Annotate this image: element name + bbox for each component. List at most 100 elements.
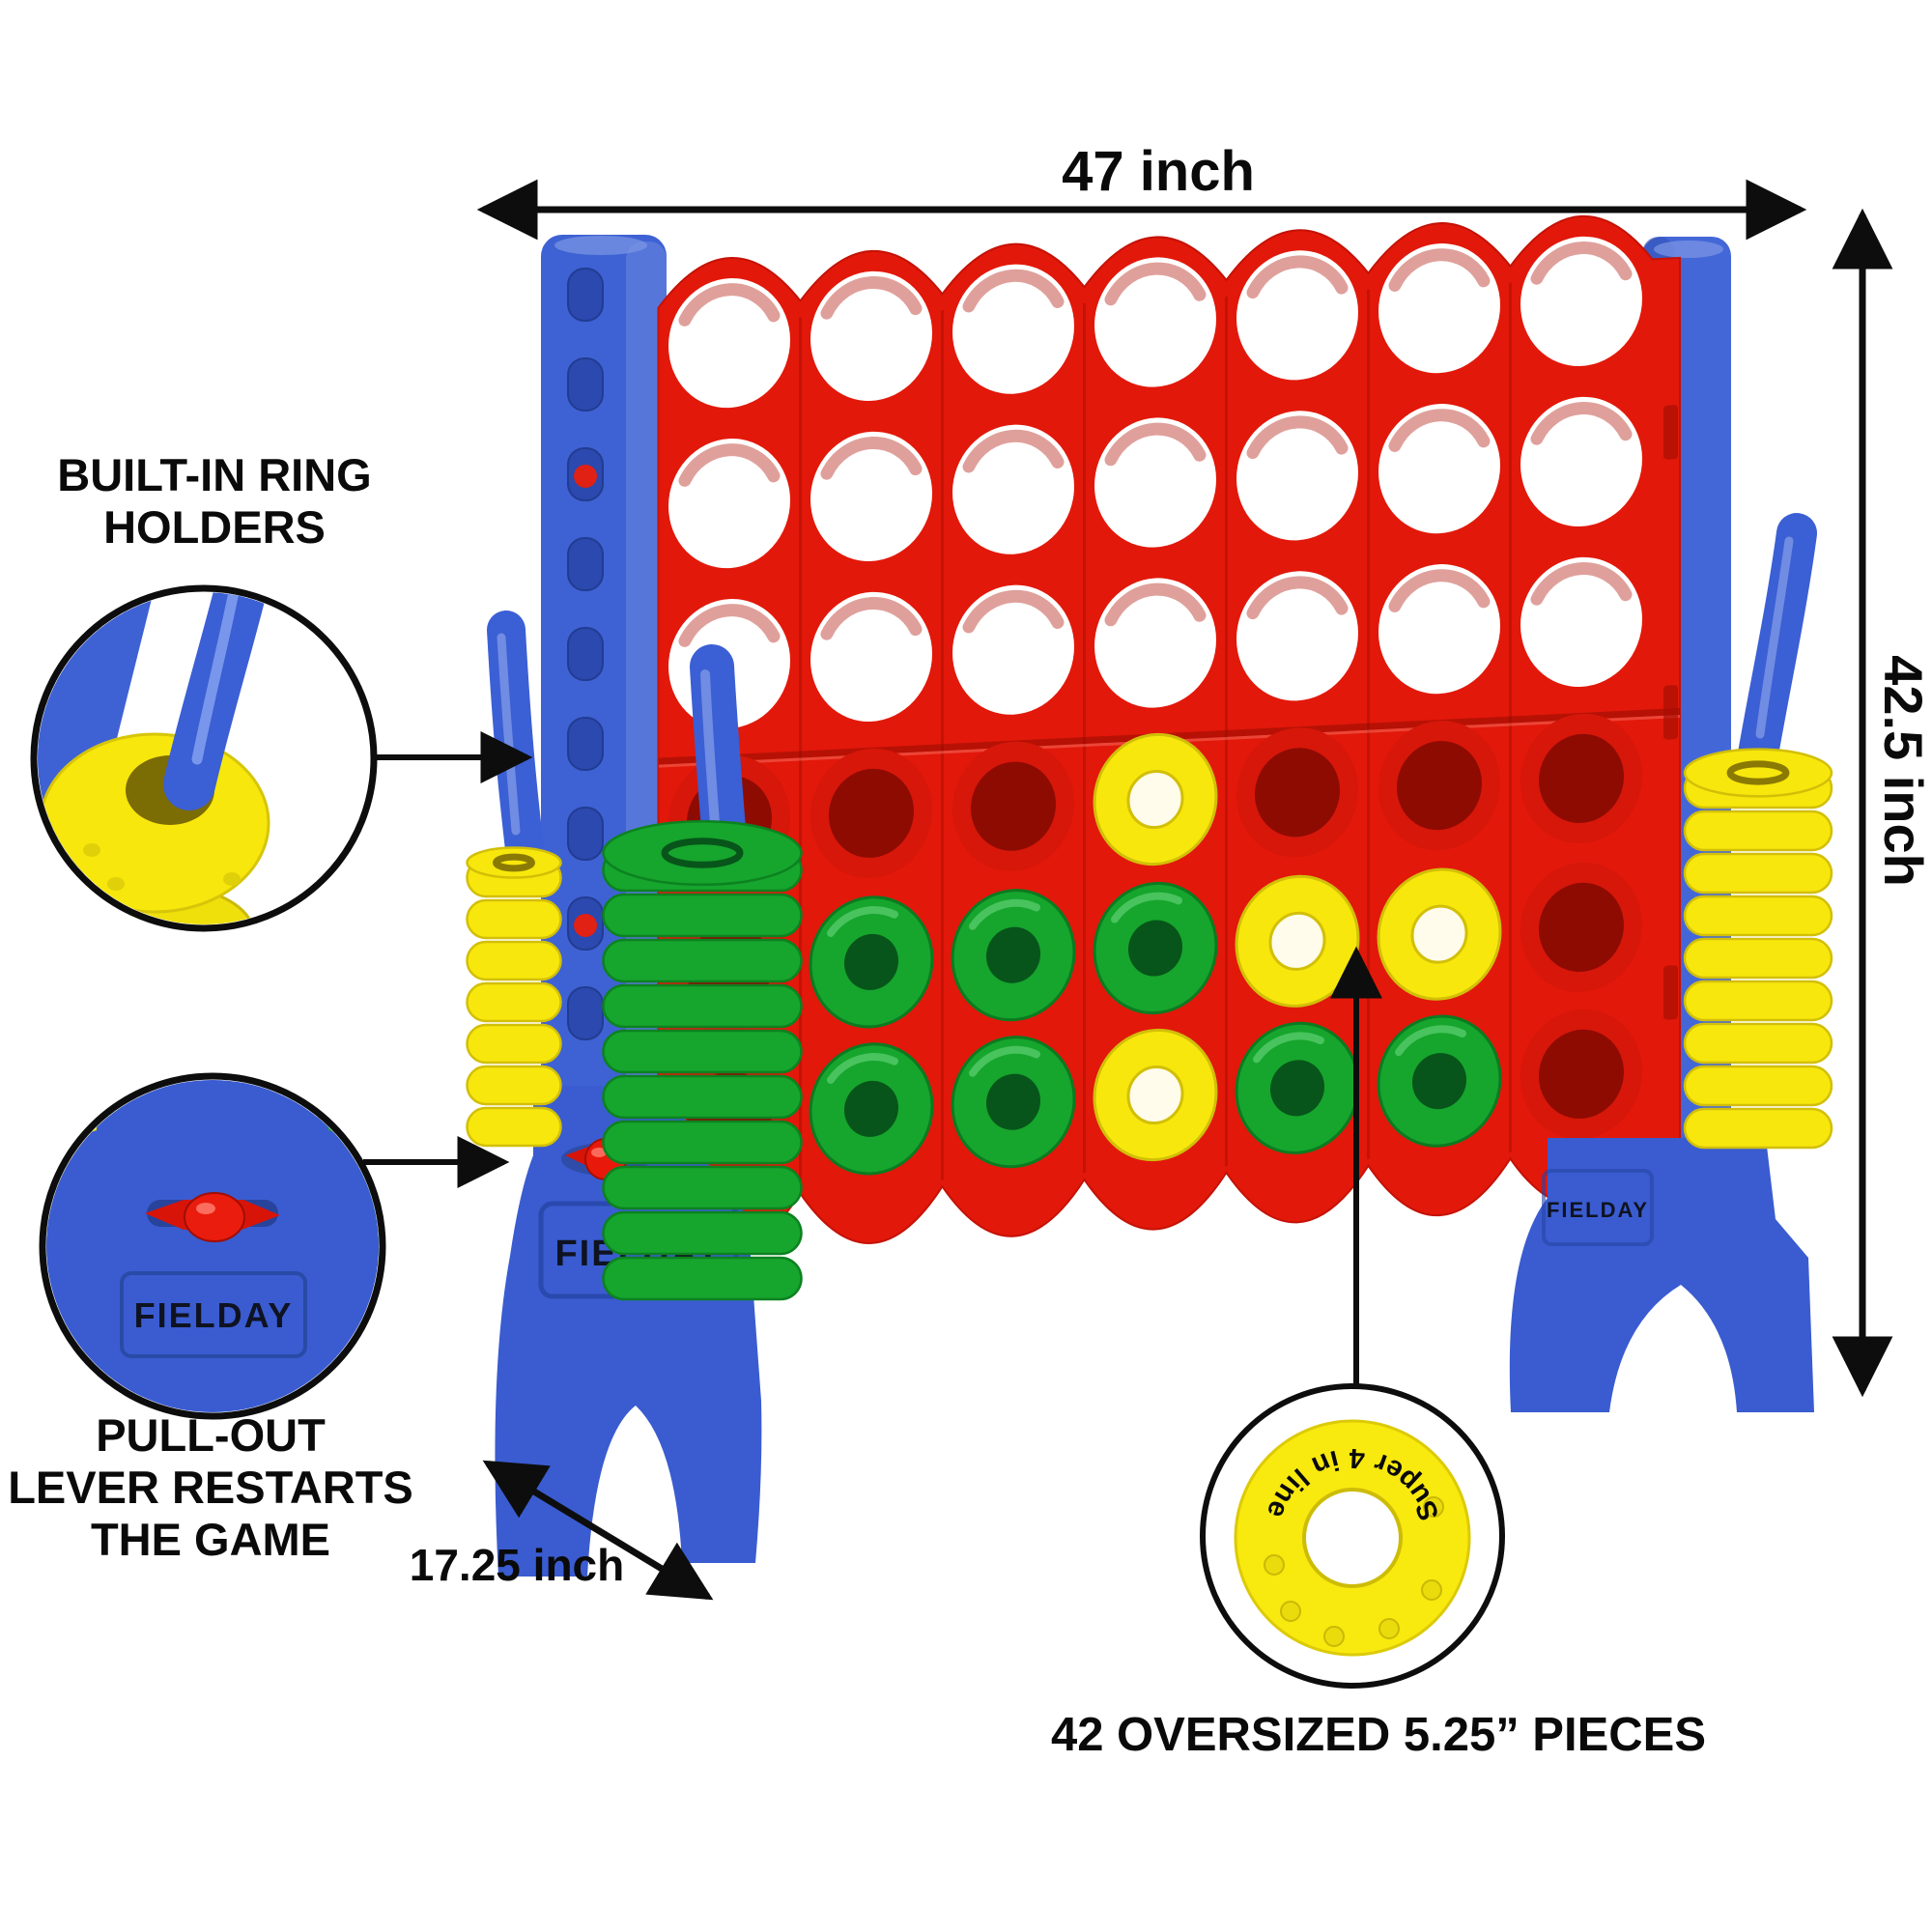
- hole-rim-shadow: [1104, 262, 1207, 306]
- piece-inset-content: Super 4 in line: [1234, 1419, 1471, 1657]
- stacked-ring: [466, 940, 562, 981]
- dimension-annotations: 47 inch 42.5 inch 17.25 inch: [410, 140, 1932, 1601]
- inset-peg-highlight: [191, 592, 247, 765]
- lever-inset-content: FIELDAY: [46, 1080, 379, 1412]
- hole-rim-shadow: [1388, 409, 1491, 452]
- hole-red-back: [1255, 748, 1340, 838]
- stacked-ring: [602, 1210, 803, 1256]
- yellow-disc-hole: [1268, 911, 1326, 971]
- stacked-ring: [466, 898, 562, 940]
- green-disc-hole: [1412, 1053, 1466, 1110]
- stack-top-ring-face: [1683, 748, 1833, 798]
- stacked-ring: [466, 1023, 562, 1065]
- stacked-ring: [1683, 1107, 1833, 1150]
- right-yellow-peg: [1735, 513, 1817, 791]
- right-base-logo-panel: [1542, 1169, 1654, 1246]
- stacked-ring: [602, 1029, 803, 1074]
- stacked-ring: [602, 1256, 803, 1301]
- hole-rim-shadow: [962, 429, 1065, 473]
- ring-stack-green-left: [602, 819, 803, 1301]
- stacked-ring: [1683, 810, 1833, 852]
- green-disc-highlight: [827, 1053, 898, 1084]
- depth-dimension-arrow: [482, 1460, 714, 1601]
- ring-holder-label-line1: BUILT-IN RING: [57, 449, 372, 500]
- stacked-ring: [1683, 895, 1833, 937]
- board-hole-empty: [1236, 411, 1358, 541]
- board-hole-empty: [1378, 243, 1500, 374]
- stack-top-ring-face: [466, 846, 562, 879]
- ring-stacks: [466, 748, 1833, 1301]
- board-hole-empty: [1236, 250, 1358, 381]
- board-hole-empty: [1094, 578, 1216, 708]
- board-hole-empty: [1236, 571, 1358, 701]
- lever-label-line1: PULL-OUT: [96, 1409, 326, 1461]
- hole-rim-shadow: [1246, 255, 1349, 299]
- slot-indicator-red: [574, 465, 597, 488]
- board-hole-empty: [668, 439, 790, 569]
- stacked-ring: [466, 1065, 562, 1106]
- inset-logo-panel: [120, 1271, 307, 1358]
- hole-rim-shadow: [962, 269, 1065, 313]
- ring-holder-callout: BUILT-IN RING HOLDERS: [30, 449, 533, 932]
- right-post-top-highlight: [1654, 241, 1723, 258]
- stack-top-ring-hole: [661, 838, 744, 868]
- hole-red-back: [829, 768, 914, 858]
- inset-disc-emboss-dots: [1264, 1496, 1444, 1647]
- stacked-ring: [466, 1106, 562, 1148]
- green-disc-highlight: [1395, 1025, 1466, 1057]
- green-disc-hole: [986, 1073, 1040, 1130]
- green-disc-hole: [986, 926, 1040, 983]
- piece-callout: Super 4 in line 42 OVERSIZED 5.25” PIECE…: [1051, 946, 1706, 1761]
- board-edge-tabs: [1663, 405, 1678, 1020]
- board-hole-empty: [1520, 396, 1642, 527]
- stacked-ring: [602, 1120, 803, 1165]
- yellow-disc-hole: [1410, 904, 1468, 964]
- hole-rim-shadow: [678, 443, 781, 487]
- board-hole-empty: [1378, 404, 1500, 534]
- ring-holder-label-line2: HOLDERS: [103, 501, 326, 553]
- board-hole-empty: [1520, 236, 1642, 367]
- right-base-body: [1509, 1138, 1814, 1412]
- green-disc-highlight: [969, 898, 1040, 930]
- board-hole-empty: [952, 424, 1074, 554]
- post-slot: [567, 717, 604, 771]
- lever-callout: FIELDAY PULL-OUT LEVER RESTARTS THE GAME: [8, 1072, 510, 1565]
- stacked-ring: [1683, 937, 1833, 980]
- stacked-ring: [602, 1165, 803, 1210]
- hole-rim-shadow: [820, 276, 923, 320]
- stacked-ring: [1683, 980, 1833, 1022]
- stacked-ring: [602, 1074, 803, 1120]
- hole-rim-shadow: [1530, 242, 1633, 285]
- green-disc-hole: [1128, 920, 1182, 977]
- hole-rim-shadow: [678, 604, 781, 647]
- post-slot: [567, 537, 604, 591]
- board-hole-empty: [810, 591, 932, 722]
- yellow-disc-hole: [1126, 1065, 1184, 1125]
- hole-rim-shadow: [962, 589, 1065, 634]
- board-hole-grid: [668, 236, 1642, 1181]
- post-slot: [567, 268, 604, 322]
- green-disc-highlight: [827, 906, 898, 937]
- hole-red-back: [1539, 733, 1624, 823]
- board-hole-empty: [668, 278, 790, 409]
- ring-stack-yellow-left: [466, 846, 562, 1148]
- board-hole-empty: [952, 584, 1074, 715]
- width-dimension-label: 47 inch: [1062, 140, 1255, 203]
- hole-red-back: [1539, 882, 1624, 972]
- stack-top-ring-hole: [493, 853, 535, 872]
- stacked-ring: [602, 893, 803, 938]
- post-slot: [567, 627, 604, 681]
- inset-emboss-dot: [107, 877, 125, 891]
- green-disc-highlight: [1253, 1032, 1324, 1064]
- inset-emboss-dot: [223, 872, 241, 886]
- brand-emboss-right-base: FIELDAY: [1547, 1198, 1649, 1222]
- left-green-peg-highlight: [700, 669, 720, 828]
- board-hole-empty: [810, 431, 932, 561]
- hole-rim-shadow: [820, 437, 923, 480]
- hole-rim-shadow: [1388, 569, 1491, 612]
- hole-rim-shadow: [1388, 248, 1491, 292]
- left-post-top-highlight: [554, 236, 647, 255]
- stacked-ring: [602, 938, 803, 983]
